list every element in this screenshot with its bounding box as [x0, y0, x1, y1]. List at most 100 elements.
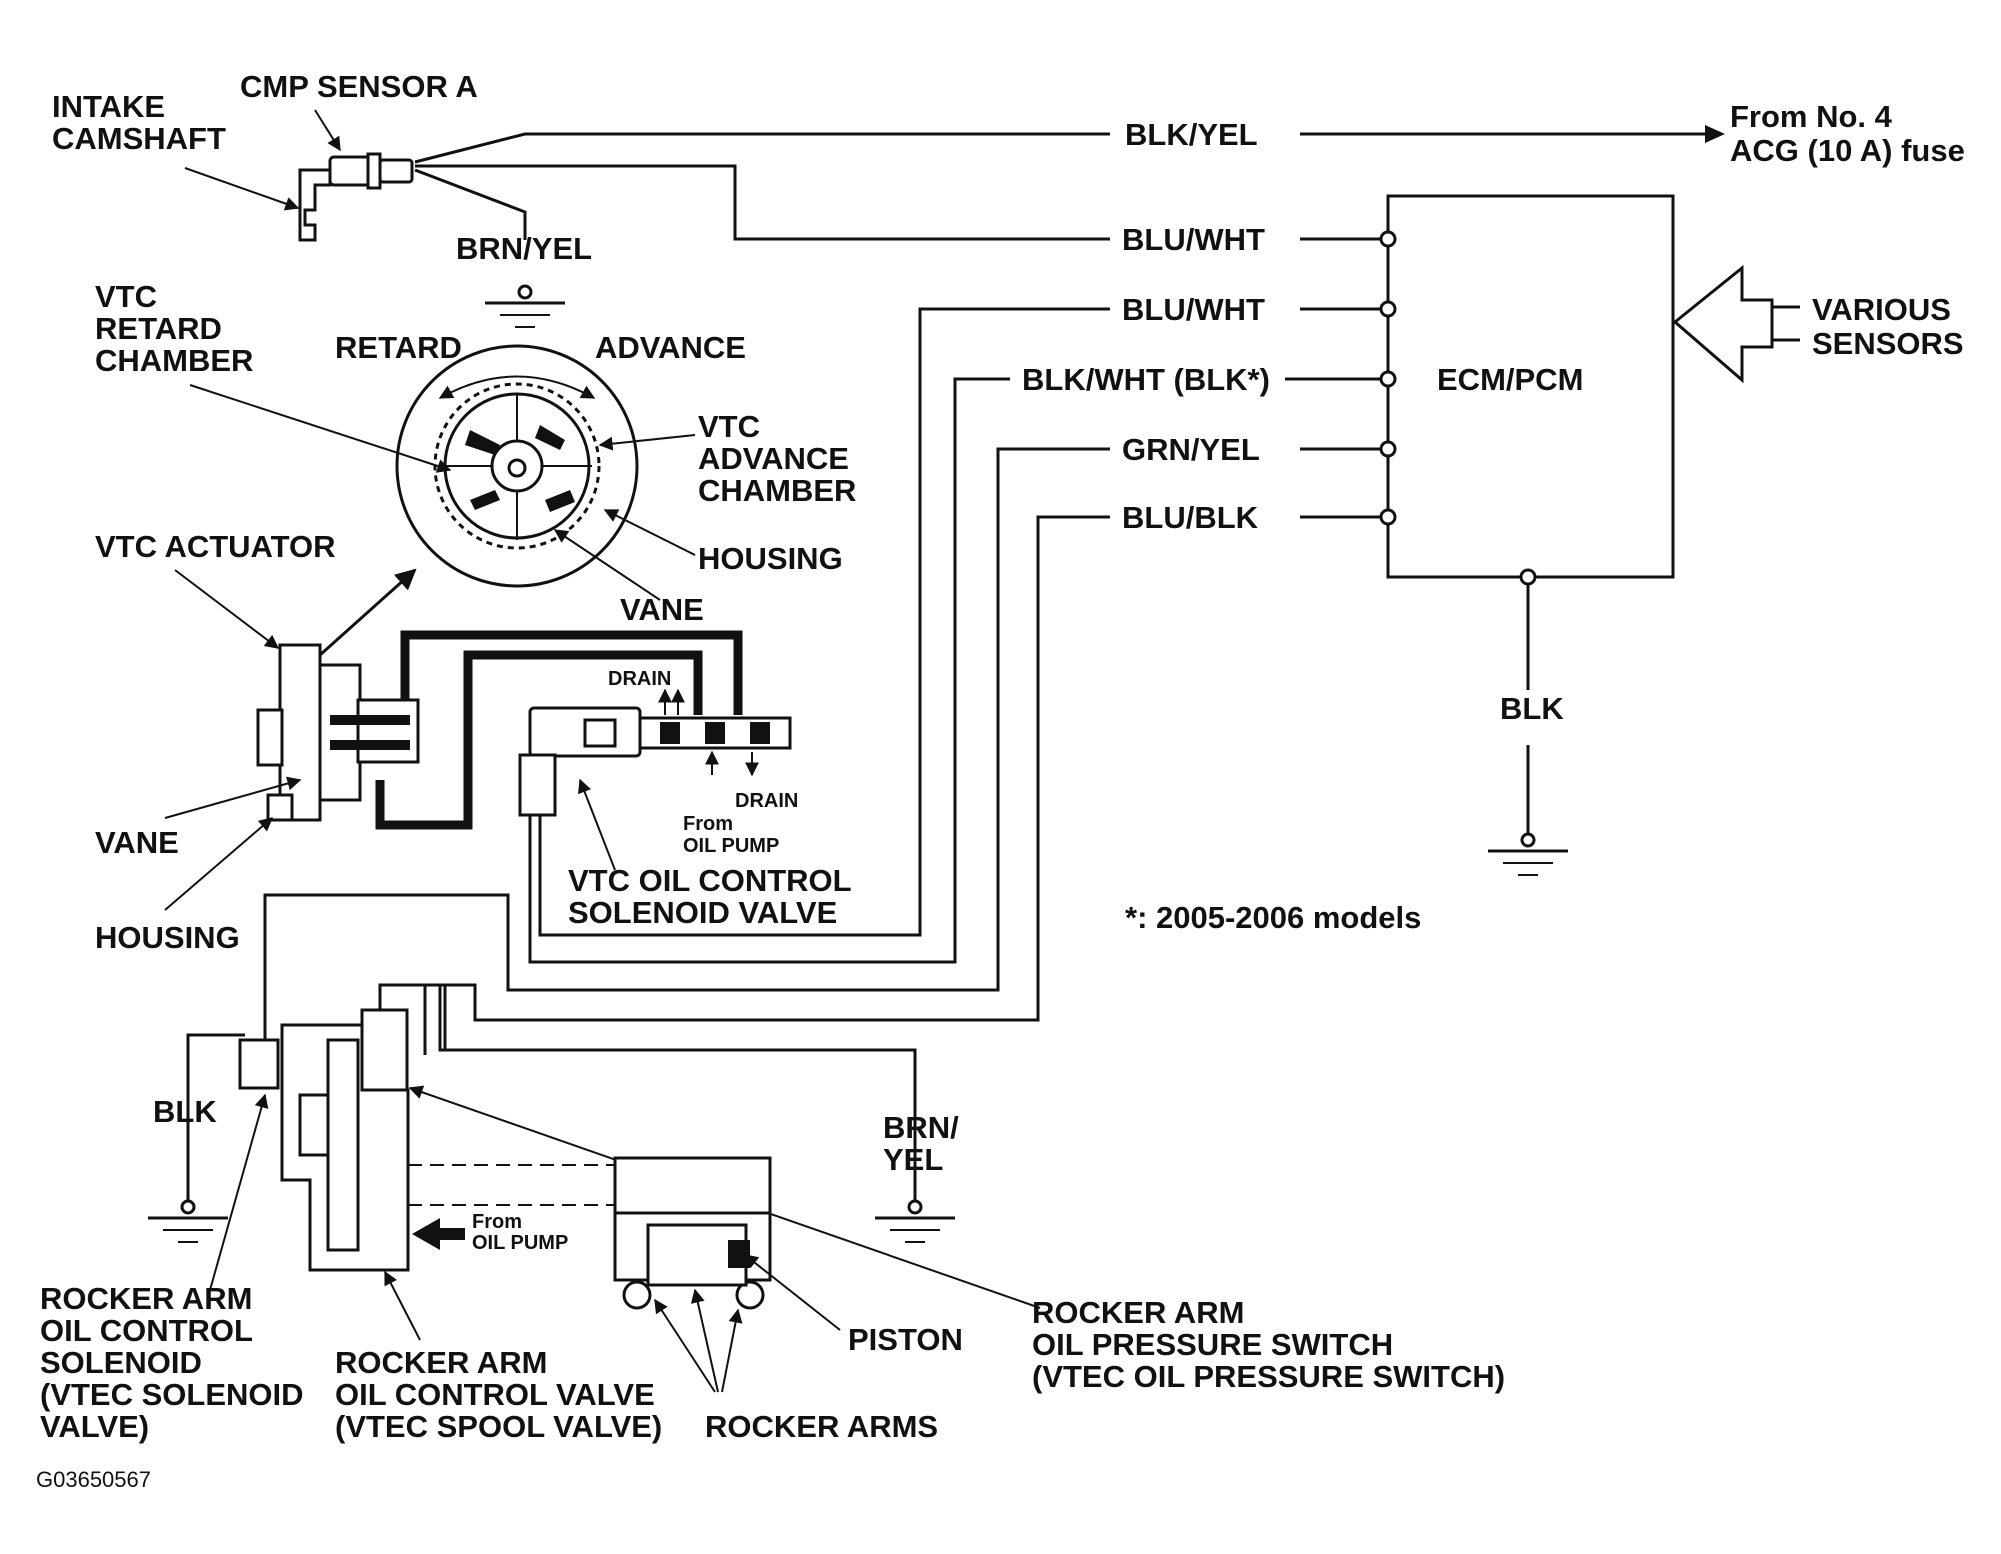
label-various: VARIOUS [1812, 292, 1951, 327]
ground-switch [875, 1199, 955, 1243]
label-rocker-valve-3: (VTEC SPOOL VALVE) [335, 1409, 662, 1444]
wire-blu-wht-cmp [415, 164, 1110, 241]
oil-passage-advance [400, 630, 743, 715]
label-blk-left: BLK [153, 1094, 217, 1129]
arrow-piston [743, 1254, 841, 1331]
arrow-advance-chamber [598, 434, 696, 451]
label-retard: RETARD [335, 330, 462, 365]
label-vtc-actuator: VTC ACTUATOR [95, 529, 336, 564]
label-piston: PISTON [848, 1322, 963, 1357]
arrow-rocker-solenoid [209, 1093, 269, 1291]
ground-solenoid [148, 1199, 228, 1243]
label-intake: INTAKE [52, 89, 165, 124]
cmp-sensor [298, 152, 414, 242]
arrow-oil-pump-2 [412, 1218, 465, 1250]
label-rocker-switch-3: (VTEC OIL PRESSURE SWITCH) [1032, 1359, 1505, 1394]
label-vtc-retard-1: VTC [95, 279, 157, 314]
label-vtc-retard-3: CHAMBER [95, 343, 253, 378]
wire-blu-wht-vtc [538, 307, 1110, 937]
label-brn-yel-bottom-2: YEL [883, 1142, 943, 1177]
label-vane-top: VANE [620, 592, 704, 627]
label-rocker-valve-2: OIL CONTROL VALVE [335, 1377, 655, 1412]
label-grn-yel: GRN/YEL [1122, 432, 1260, 467]
label-drain-bottom: DRAIN [735, 790, 798, 812]
ground-cmp [485, 284, 565, 328]
label-rocker-arms: ROCKER ARMS [705, 1409, 938, 1444]
label-from-oil-pump-1a: From [683, 813, 733, 835]
arrow-housing-top [603, 509, 696, 556]
label-rocker-solenoid-3: SOLENOID [40, 1345, 202, 1380]
arrow-rocker-valve [384, 1270, 421, 1341]
label-blk-yel: BLK/YEL [1125, 117, 1258, 152]
oil-passage-retard [375, 650, 703, 830]
label-rocker-switch-2: OIL PRESSURE SWITCH [1032, 1327, 1393, 1362]
label-drain-top: DRAIN [608, 668, 671, 690]
wire-blu-blk [378, 515, 1110, 1022]
label-blu-blk: BLU/BLK [1122, 500, 1259, 535]
label-vane-left: VANE [95, 825, 179, 860]
label-blu-wht-2: BLU/WHT [1122, 292, 1265, 327]
wire-brn-yel-cmp [414, 168, 527, 240]
label-rocker-solenoid-4: (VTEC SOLENOID [40, 1377, 304, 1412]
label-vtc-advance-3: CHAMBER [698, 473, 856, 508]
label-vtc-solenoid-1: VTC OIL CONTROL [568, 863, 852, 898]
label-vtc-solenoid-2: SOLENOID VALVE [568, 895, 837, 930]
label-fuse-2: ACG (10 A) fuse [1730, 133, 1965, 168]
label-from-oil-pump-1b: OIL PUMP [683, 835, 779, 857]
label-camshaft: CAMSHAFT [52, 121, 226, 156]
label-ecm-pcm: ECM/PCM [1437, 362, 1583, 397]
arrow-rocker-arm-3 [721, 1308, 743, 1393]
arrow-cmp-sensor [314, 109, 341, 152]
arrow-retard-chamber [189, 384, 452, 473]
label-vtc-advance-1: VTC [698, 409, 760, 444]
label-vtc-retard-2: RETARD [95, 311, 222, 346]
label-fuse-1: From No. 4 [1730, 99, 1893, 134]
arrow-rocker-arm-1 [654, 1298, 716, 1393]
label-rocker-valve-1: ROCKER ARM [335, 1345, 547, 1380]
rocker-arm-assembly [613, 1156, 772, 1310]
label-blu-wht-1: BLU/WHT [1122, 222, 1265, 257]
vtc-actuator [256, 643, 420, 822]
label-blk-wht: BLK/WHT (BLK*) [1022, 362, 1270, 397]
label-vtc-advance-2: ADVANCE [698, 441, 849, 476]
label-rocker-solenoid-5: VALVE) [40, 1409, 149, 1444]
label-housing-top: HOUSING [698, 541, 843, 576]
wire-blk-left [186, 1033, 245, 1205]
label-brn-yel-top: BRN/YEL [456, 231, 592, 266]
wire-brn-yel-switch [423, 985, 917, 1205]
arrow-rocker-arm-2 [690, 1288, 719, 1393]
label-rocker-solenoid-1: ROCKER ARM [40, 1281, 252, 1316]
arrow-vtc-actuator [174, 569, 280, 649]
label-blk-ecm: BLK [1500, 691, 1564, 726]
vtc-detail-circle [395, 344, 639, 588]
label-advance: ADVANCE [595, 330, 746, 365]
diagram-id: G03650567 [36, 1467, 151, 1492]
vtc-solenoid-valve [518, 706, 792, 817]
label-cmp-sensor: CMP SENSOR A [240, 69, 478, 104]
label-housing-left: HOUSING [95, 920, 240, 955]
wire-blk-yel [414, 132, 1110, 164]
arrow-vtc-solenoid [578, 778, 616, 871]
label-from-oil-pump-2b: OIL PUMP [472, 1232, 568, 1254]
arrow-vane-top [553, 529, 661, 601]
wiring [186, 125, 1725, 1205]
arrow-camshaft [184, 167, 300, 211]
wire-grn-yel [263, 447, 1110, 1055]
label-brn-yel-bottom-1: BRN/ [883, 1110, 959, 1145]
label-rocker-solenoid-2: OIL CONTROL [40, 1313, 253, 1348]
various-sensors-arrow [1672, 264, 1774, 384]
rocker-oil-control-assembly [238, 1008, 615, 1272]
fuse-arrowhead [1705, 125, 1725, 143]
ground-ecm [1488, 832, 1568, 876]
various-sensors-arrow-tail [1772, 305, 1800, 342]
arrow-housing-left [164, 817, 274, 911]
label-rocker-switch-1: ROCKER ARM [1032, 1295, 1244, 1330]
label-footnote: *: 2005-2006 models [1125, 900, 1421, 935]
label-from-oil-pump-2a: From [472, 1211, 522, 1233]
label-sensors: SENSORS [1812, 326, 1964, 361]
arrow-vane-left [164, 776, 302, 819]
ecm-pcm-box [1379, 194, 1675, 586]
arrow-actuator-to-detail [318, 568, 417, 657]
